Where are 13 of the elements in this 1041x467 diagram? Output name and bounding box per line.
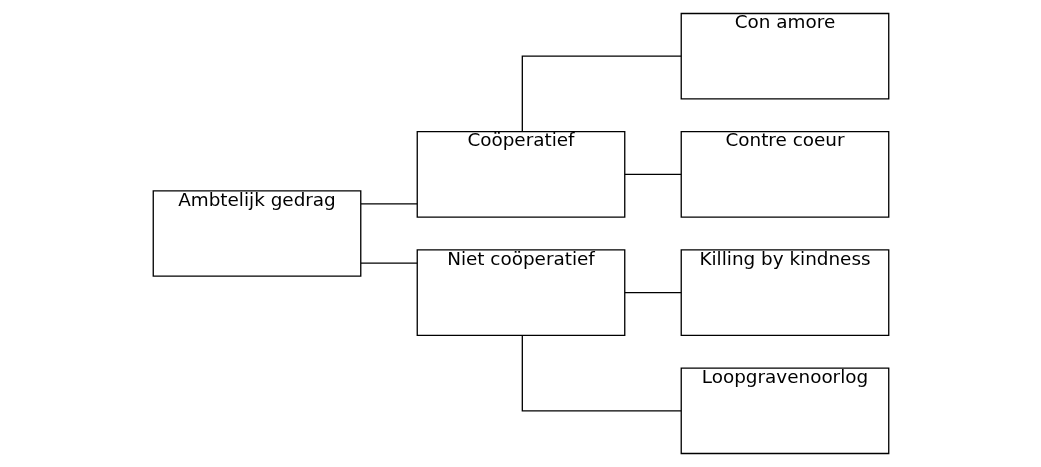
node-box: Contre coeur <box>680 131 889 218</box>
connector <box>521 334 682 412</box>
connector <box>359 262 418 264</box>
connector <box>623 173 682 176</box>
node-box: Killing by kindness <box>680 249 889 336</box>
node-box: Niet coöperatief <box>416 249 625 336</box>
node-box: Ambtelijk gedrag <box>152 190 361 277</box>
connector <box>521 55 682 133</box>
node-box: Loopgravenoorlog <box>680 367 889 455</box>
connector <box>623 291 682 294</box>
node-box: Con amore <box>680 12 889 100</box>
connector <box>359 203 418 205</box>
node-box: Coöperatief <box>416 131 625 218</box>
